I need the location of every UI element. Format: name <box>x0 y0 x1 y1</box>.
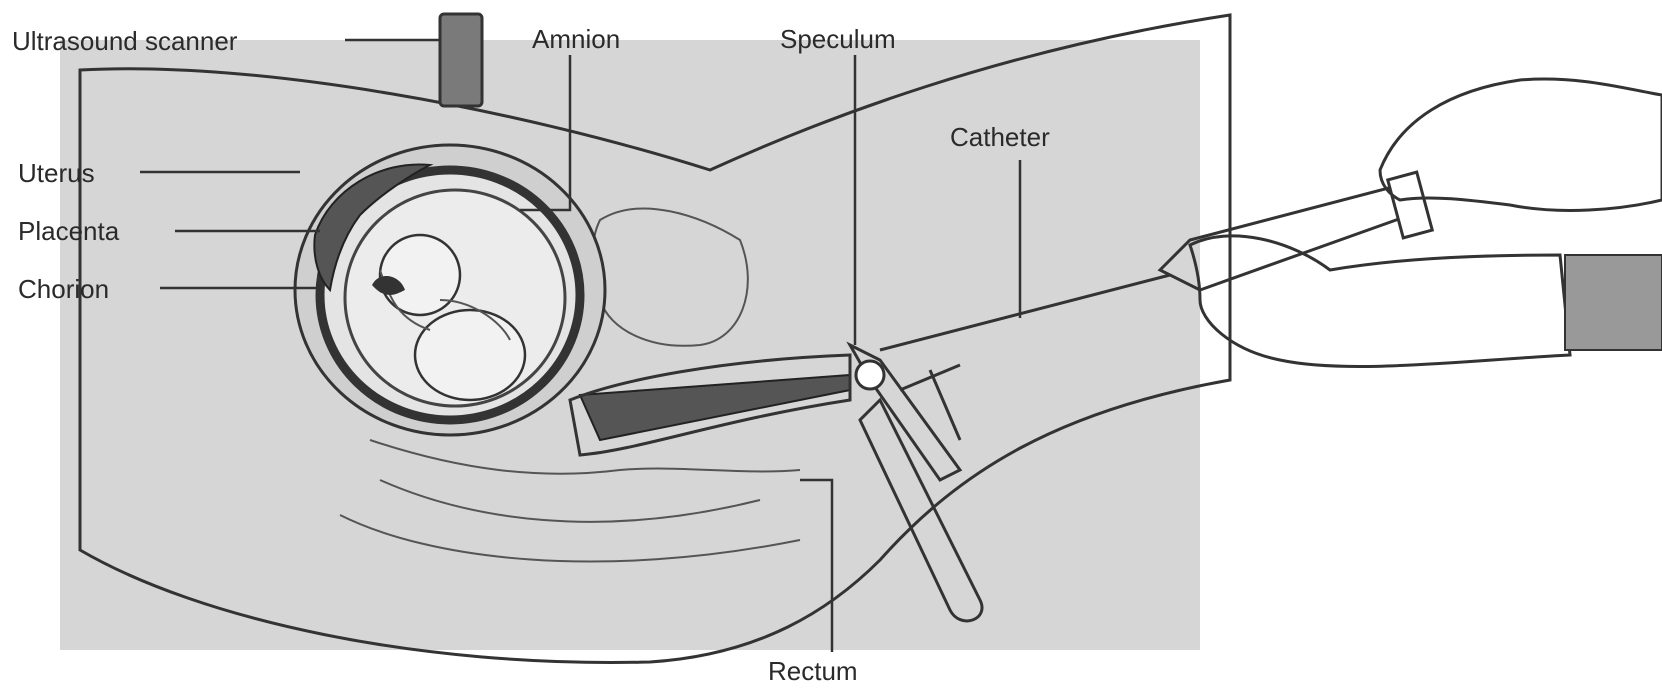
label-chorion: Chorion <box>18 274 109 304</box>
label-placenta: Placenta <box>18 216 120 246</box>
label-speculum: Speculum <box>780 24 896 54</box>
label-catheter: Catheter <box>950 122 1050 152</box>
label-uterus: Uterus <box>18 158 95 188</box>
ultrasound-probe <box>440 14 482 106</box>
sleeve <box>1565 255 1662 350</box>
label-rectum: Rectum <box>768 656 858 686</box>
hand-lower <box>1190 236 1570 367</box>
label-ultrasound-scanner: Ultrasound scanner <box>12 26 238 56</box>
syringe-plunger <box>1388 172 1433 238</box>
label-amnion: Amnion <box>532 24 620 54</box>
